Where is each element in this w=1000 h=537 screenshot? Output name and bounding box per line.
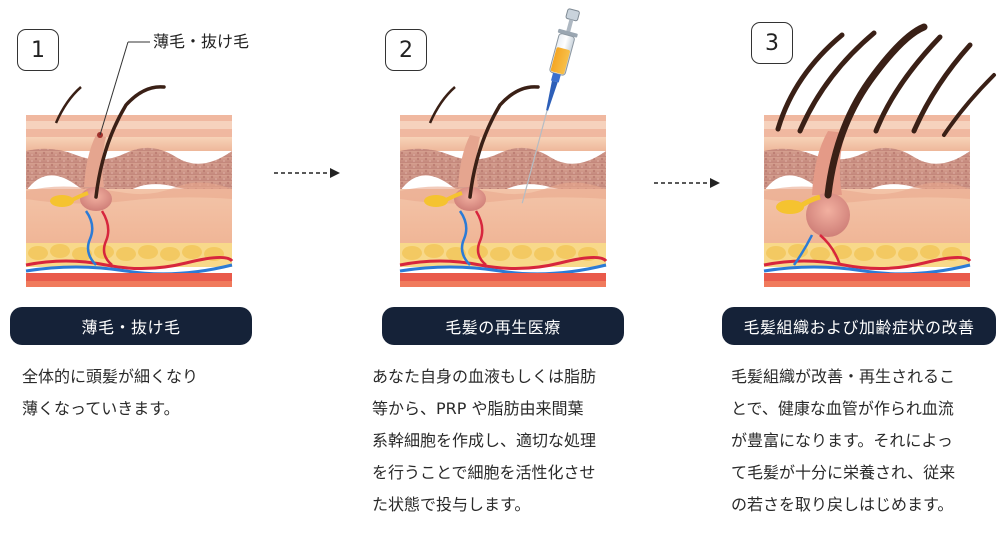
syringe-icon <box>521 8 580 204</box>
description-line: あなた自身の血液もしくは脂肪 <box>372 367 597 386</box>
skin-panel-2 <box>398 85 608 289</box>
dashed-arrow-icon <box>654 178 720 188</box>
description-line: 毛髪組織が改善・再生されるこ <box>731 367 956 386</box>
description-line: とで、健康な血管が作られ血流 <box>731 399 954 418</box>
description-line: 全体的に頭髪が細くなり <box>22 367 199 386</box>
skin-panel-3 <box>762 23 996 289</box>
description-line: 薄くなっていきます。 <box>22 399 180 418</box>
hair-loss-callout: 薄毛・抜け毛 <box>153 32 250 51</box>
description-line: て毛髪が十分に栄養され、従来 <box>731 463 956 482</box>
dashed-arrow-icon <box>274 168 340 178</box>
step-number-3: 3 <box>751 22 793 64</box>
description-line: を行うことで細胞を活性化させ <box>372 463 596 482</box>
callout-line <box>99 41 129 136</box>
step-description-3: 毛髪組織が改善・再生されるこ とで、健康な血管が作られ血流 が豊富になります。そ… <box>731 361 955 521</box>
description-line: た状態で投与します。 <box>372 495 531 514</box>
step-description-2: あなた自身の血液もしくは脂肪 等から、PRP や脂肪由来間葉 系幹細胞を作成し、… <box>372 361 596 521</box>
step-title-3: 毛髪組織および加齢症状の改善 <box>722 307 996 345</box>
step-description-1: 全体的に頭髪が細くなり 薄くなっていきます。 <box>22 361 198 425</box>
step-title-2: 毛髪の再生医療 <box>382 307 624 345</box>
step-number-2: 2 <box>385 29 427 71</box>
skin-panel-1 <box>24 85 234 289</box>
description-line: 系幹細胞を作成し、適切な処理 <box>372 431 597 450</box>
step-number-1: 1 <box>17 29 59 71</box>
description-line: の若さを取り戻しはじめます。 <box>731 495 954 514</box>
description-line: が豊富になります。それによっ <box>731 431 953 450</box>
description-line: 等から、PRP や脂肪由来間葉 <box>372 399 584 418</box>
step-title-1: 薄毛・抜け毛 <box>10 307 252 345</box>
